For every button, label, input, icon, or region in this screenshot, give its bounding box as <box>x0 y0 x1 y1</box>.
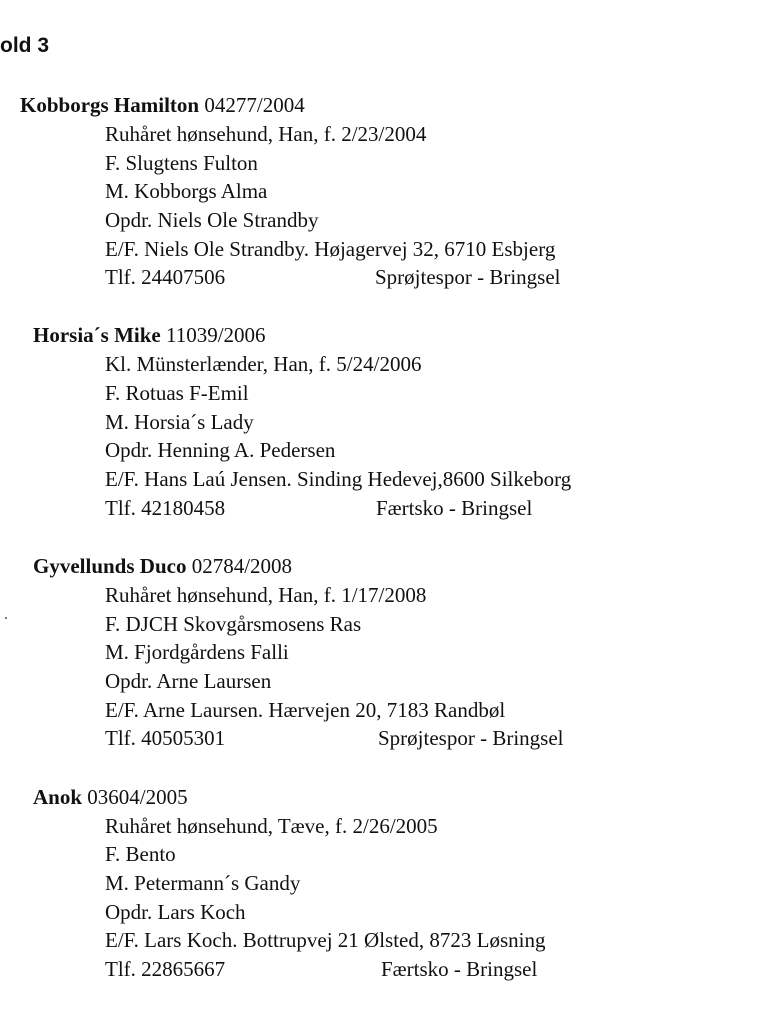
owner-line: E/F. Niels Ole Strandby. Højagervej 32, … <box>105 237 556 261</box>
track-type: Sprøjtespor - Bringsel <box>375 265 561 289</box>
track-type: Sprøjtespor - Bringsel <box>378 726 564 750</box>
breeder-line: Opdr. Henning A. Pedersen <box>105 438 336 462</box>
owner-line: E/F. Arne Laursen. Hærvejen 20, 7183 Ran… <box>105 698 506 722</box>
scan-speck <box>5 617 7 619</box>
entry-header: Kobborgs Hamilton 04277/2004 <box>20 91 305 119</box>
father-line: F. DJCH Skovgårsmosens Ras <box>105 612 362 636</box>
owner-line: E/F. Hans Laú Jensen. Sinding Hedevej,86… <box>105 467 572 491</box>
entry-header: Anok 03604/2005 <box>33 783 188 811</box>
breeder-line: Opdr. Lars Koch <box>105 900 246 924</box>
mother-line: M. Petermann´s Gandy <box>105 871 301 895</box>
track-type: Færtsko - Bringsel <box>376 496 533 520</box>
phone-number: Tlf. 42180458 <box>105 496 226 520</box>
breed-line: Ruhåret hønsehund, Tæve, f. 2/26/2005 <box>105 814 438 838</box>
father-line: F. Rotuas F-Emil <box>105 381 249 405</box>
mother-line: M. Horsia´s Lady <box>105 410 254 434</box>
hold-title: old 3 <box>0 34 50 57</box>
track-type: Færtsko - Bringsel <box>381 957 538 981</box>
registration-number: 04277/2004 <box>204 93 305 117</box>
breeder-line: Opdr. Niels Ole Strandby <box>105 208 319 232</box>
mother-line: M. Kobborgs Alma <box>105 179 268 203</box>
dog-name: Kobborgs Hamilton <box>20 93 200 117</box>
breeder-line: Opdr. Arne Laursen <box>105 669 272 693</box>
breed-line: Ruhåret hønsehund, Han, f. 2/23/2004 <box>105 122 427 146</box>
breed-line: Kl. Münsterlænder, Han, f. 5/24/2006 <box>105 352 422 376</box>
dog-name: Gyvellunds Duco <box>33 554 187 578</box>
phone-number: Tlf. 22865667 <box>105 957 226 981</box>
owner-line: E/F. Lars Koch. Bottrupvej 21 Ølsted, 87… <box>105 928 546 952</box>
dog-name: Anok <box>33 785 83 809</box>
entry-header: Gyvellunds Duco 02784/2008 <box>33 552 292 580</box>
registration-number: 11039/2006 <box>165 323 266 347</box>
dog-name: Horsia´s Mike <box>33 323 161 347</box>
registration-number: 03604/2005 <box>87 785 188 809</box>
phone-number: Tlf. 40505301 <box>105 726 226 750</box>
mother-line: M. Fjordgårdens Falli <box>105 640 289 664</box>
father-line: F. Slugtens Fulton <box>105 151 258 175</box>
registration-number: 02784/2008 <box>191 554 293 578</box>
breed-line: Ruhåret hønsehund, Han, f. 1/17/2008 <box>105 583 427 607</box>
entry-header: Horsia´s Mike 11039/2006 <box>33 321 266 349</box>
father-line: F. Bento <box>105 842 176 866</box>
phone-number: Tlf. 24407506 <box>105 265 226 289</box>
